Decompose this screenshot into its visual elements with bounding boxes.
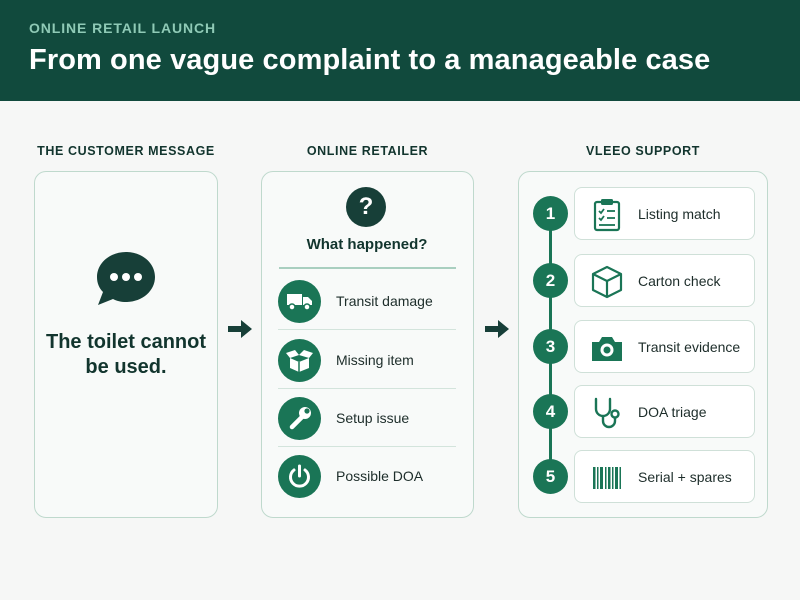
carton-box-icon	[591, 265, 623, 299]
step-number: 4	[533, 394, 568, 429]
barcode-icon	[593, 467, 621, 489]
cause-label: Setup issue	[336, 410, 410, 426]
step-card-transit-evidence: Transit evidence	[574, 320, 755, 373]
clipboard-checklist-icon	[593, 199, 621, 232]
step-label: Listing match	[638, 206, 721, 222]
open-box-icon	[286, 350, 313, 372]
stethoscope-icon	[594, 397, 620, 429]
step-label: DOA triage	[638, 404, 707, 420]
cause-item-possible-doa: Possible DOA	[278, 447, 456, 505]
truck-icon	[287, 294, 312, 311]
arrow-right-icon	[485, 320, 509, 338]
step-card-serial-spares: Serial + spares	[574, 450, 755, 503]
header-eyebrow: ONLINE RETAIL LAUNCH	[29, 20, 217, 36]
cause-label: Missing item	[336, 352, 414, 368]
cause-item-setup-issue: Setup issue	[278, 389, 456, 447]
step-number: 1	[533, 196, 568, 231]
step-card-listing-match: Listing match	[574, 187, 755, 240]
step-card-carton-check: Carton check	[574, 254, 755, 307]
header-banner: ONLINE RETAIL LAUNCH From one vague comp…	[0, 0, 800, 101]
step-number: 5	[533, 459, 568, 494]
chat-bubble-icon	[97, 252, 155, 305]
retailer-divider	[279, 267, 456, 269]
cause-label: Possible DOA	[336, 468, 424, 484]
page-title: From one vague complaint to a manageable…	[29, 44, 711, 76]
retailer-question: What happened?	[306, 236, 428, 253]
step-number: 3	[533, 329, 568, 364]
camera-icon	[592, 337, 622, 361]
wrench-icon	[289, 407, 311, 430]
customer-column-title: THE CUSTOMER MESSAGE	[37, 144, 215, 158]
arrow-right-icon	[228, 320, 252, 338]
step-label: Transit evidence	[638, 339, 741, 355]
step-label: Carton check	[638, 273, 721, 289]
step-card-doa-triage: DOA triage	[574, 385, 755, 438]
step-number: 2	[533, 263, 568, 298]
power-icon	[289, 464, 310, 488]
question-icon: ?	[346, 187, 386, 227]
cause-label: Transit damage	[336, 293, 433, 309]
customer-quote: The toilet cannot be used.	[46, 331, 206, 378]
cause-item-transit-damage: Transit damage	[278, 272, 456, 330]
step-label: Serial + spares	[638, 469, 732, 485]
cause-item-missing-item: Missing item	[278, 331, 456, 389]
customer-panel	[34, 171, 218, 518]
support-column-title: VLEEO SUPPORT	[585, 144, 701, 158]
retailer-column-title: ONLINE RETAILER	[306, 144, 429, 158]
